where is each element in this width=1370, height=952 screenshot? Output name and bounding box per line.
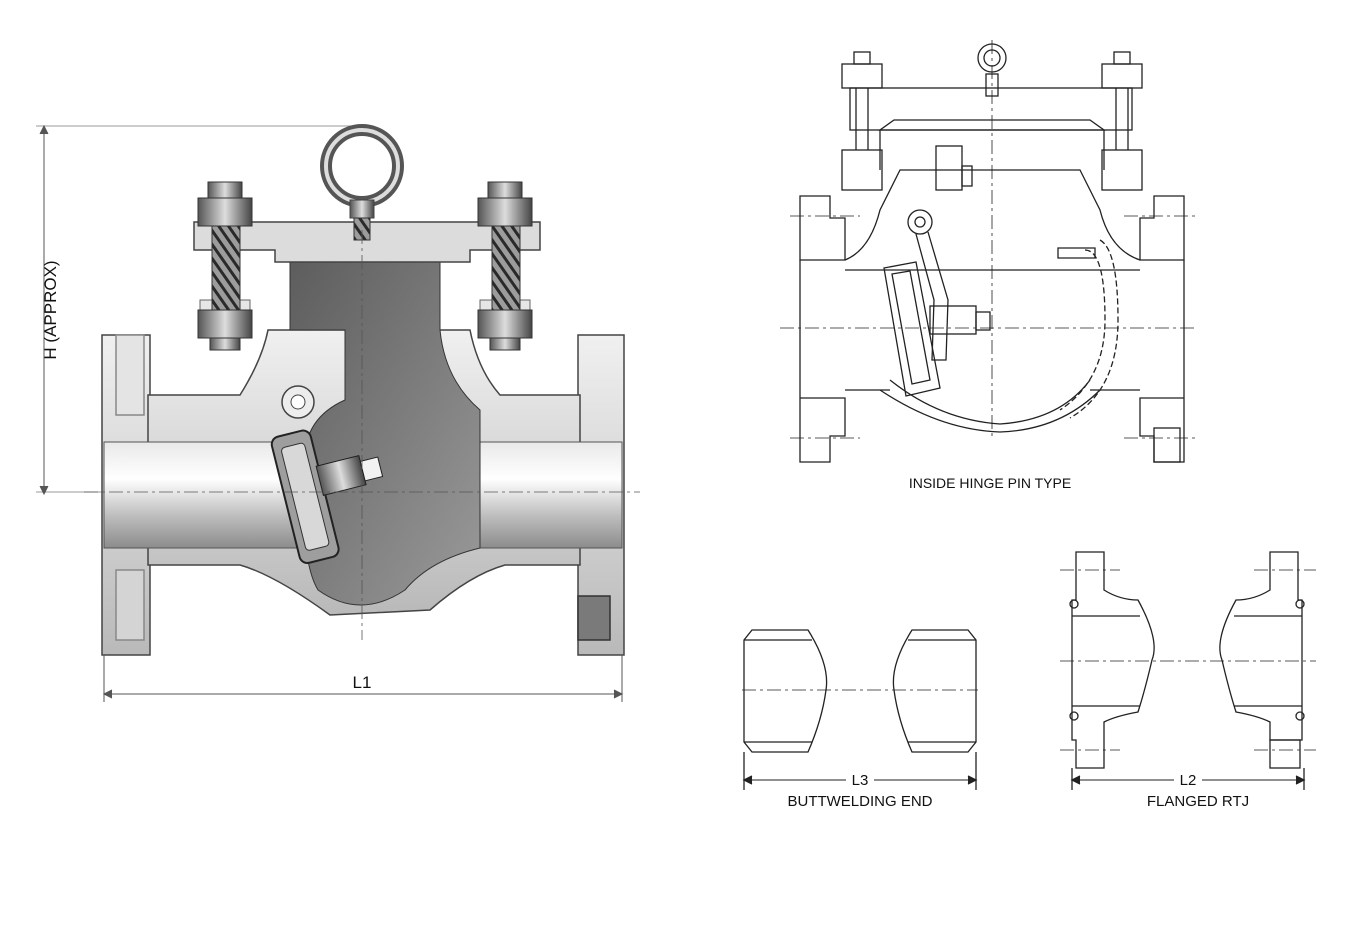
cutaway-valve: H (APPROX)	[36, 124, 640, 702]
disc	[270, 429, 384, 564]
inside-hinge-label: INSIDE HINGE PIN TYPE	[909, 475, 1071, 491]
l3-label: L3	[852, 772, 869, 789]
eye-bolt	[320, 124, 404, 241]
hinge-pin	[281, 385, 315, 419]
flanged-rtj-drawing	[1060, 551, 1316, 790]
buttwelding-label: BUTTWELDING END	[787, 793, 932, 810]
flanged-label: FLANGED RTJ	[1147, 793, 1249, 810]
l1-dimension	[102, 655, 624, 702]
right-stud	[477, 181, 533, 351]
buttwelding-end-drawing	[742, 629, 978, 790]
left-stud	[197, 181, 253, 351]
l1-label: L1	[353, 673, 372, 692]
l2-label: L2	[1180, 772, 1197, 789]
height-label: H (APPROX)	[41, 260, 60, 359]
inside-hinge-drawing	[780, 40, 1196, 463]
